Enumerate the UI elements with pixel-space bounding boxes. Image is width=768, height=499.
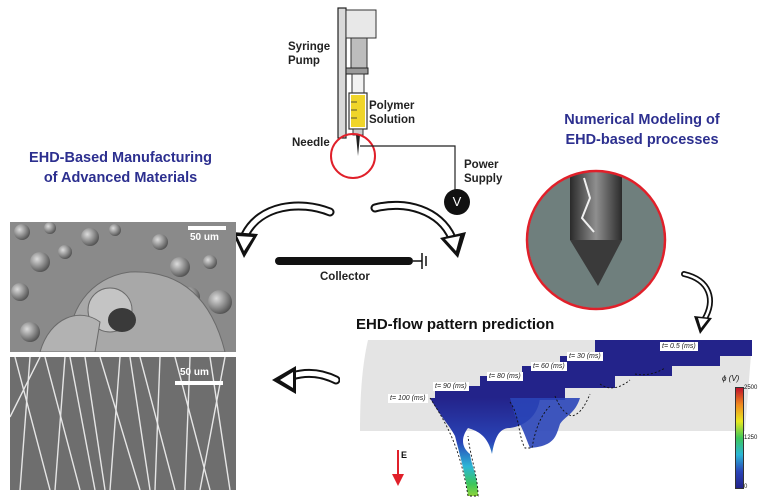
polymer-solution-label: Polymer Solution bbox=[369, 100, 415, 126]
colorbar-label: ϕ (V) bbox=[722, 374, 740, 383]
time-label-0: t= 0.5 (ms) bbox=[660, 342, 698, 351]
time-label-1: t= 30 (ms) bbox=[567, 352, 603, 361]
needle-highlight-circle bbox=[330, 133, 376, 179]
syringe-pump-label: Syringe Pump bbox=[288, 41, 331, 67]
left-pointing-arrow bbox=[272, 366, 340, 394]
time-label-4: t= 90 (ms) bbox=[433, 382, 469, 391]
pump-motor bbox=[345, 9, 377, 39]
left-section-title: EHD-Based Manufacturing of Advanced Mate… bbox=[29, 150, 212, 186]
colorbar bbox=[735, 387, 744, 489]
power-wire bbox=[360, 145, 456, 190]
sem-fibers-drawing bbox=[10, 357, 236, 490]
right-section-title: Numerical Modeling of EHD-based processe… bbox=[564, 112, 720, 148]
flow-simulation-plot bbox=[360, 340, 752, 497]
field-label: E bbox=[401, 450, 408, 460]
needle-label: Needle bbox=[292, 137, 330, 149]
sem-fibers-image: 50 um bbox=[10, 357, 236, 490]
needle-tip bbox=[356, 135, 360, 156]
time-label-3: t= 80 (ms) bbox=[487, 372, 523, 381]
jet-t100 bbox=[430, 398, 540, 496]
voltage-symbol: V bbox=[452, 194, 462, 209]
strip-t60 bbox=[522, 366, 672, 376]
field-direction-arrow bbox=[392, 450, 404, 486]
polymer-solution-fill bbox=[351, 95, 365, 127]
taylor-cone-photo bbox=[525, 169, 667, 311]
colorbar-tick-max: 2500 bbox=[744, 385, 758, 391]
power-supply-icon bbox=[444, 189, 470, 215]
syringe-plunger bbox=[351, 73, 365, 95]
pump-frame bbox=[337, 7, 347, 139]
bottom-sem-scale-label: 50 um bbox=[180, 367, 209, 378]
colorbar-tick-mid: 1250 bbox=[744, 435, 758, 441]
flow-pattern-title: EHD-flow pattern prediction bbox=[356, 316, 555, 333]
pump-screw bbox=[350, 37, 368, 69]
time-label-2: t= 60 (ms) bbox=[531, 362, 567, 371]
top-sem-scale-label: 50 um bbox=[190, 232, 219, 243]
power-supply-label: Power Supply bbox=[464, 159, 503, 185]
collector-bar bbox=[275, 257, 413, 265]
sem-particles-drawing bbox=[10, 222, 236, 352]
down-curved-arrow bbox=[681, 271, 713, 334]
sem-particles-image: 50 um bbox=[10, 222, 236, 352]
strip-t30 bbox=[560, 356, 720, 366]
collector-label: Collector bbox=[320, 271, 370, 283]
pump-carriage bbox=[345, 67, 369, 75]
time-label-5: t= 100 (ms) bbox=[388, 394, 428, 403]
colorbar-tick-min: 0 bbox=[744, 484, 748, 490]
